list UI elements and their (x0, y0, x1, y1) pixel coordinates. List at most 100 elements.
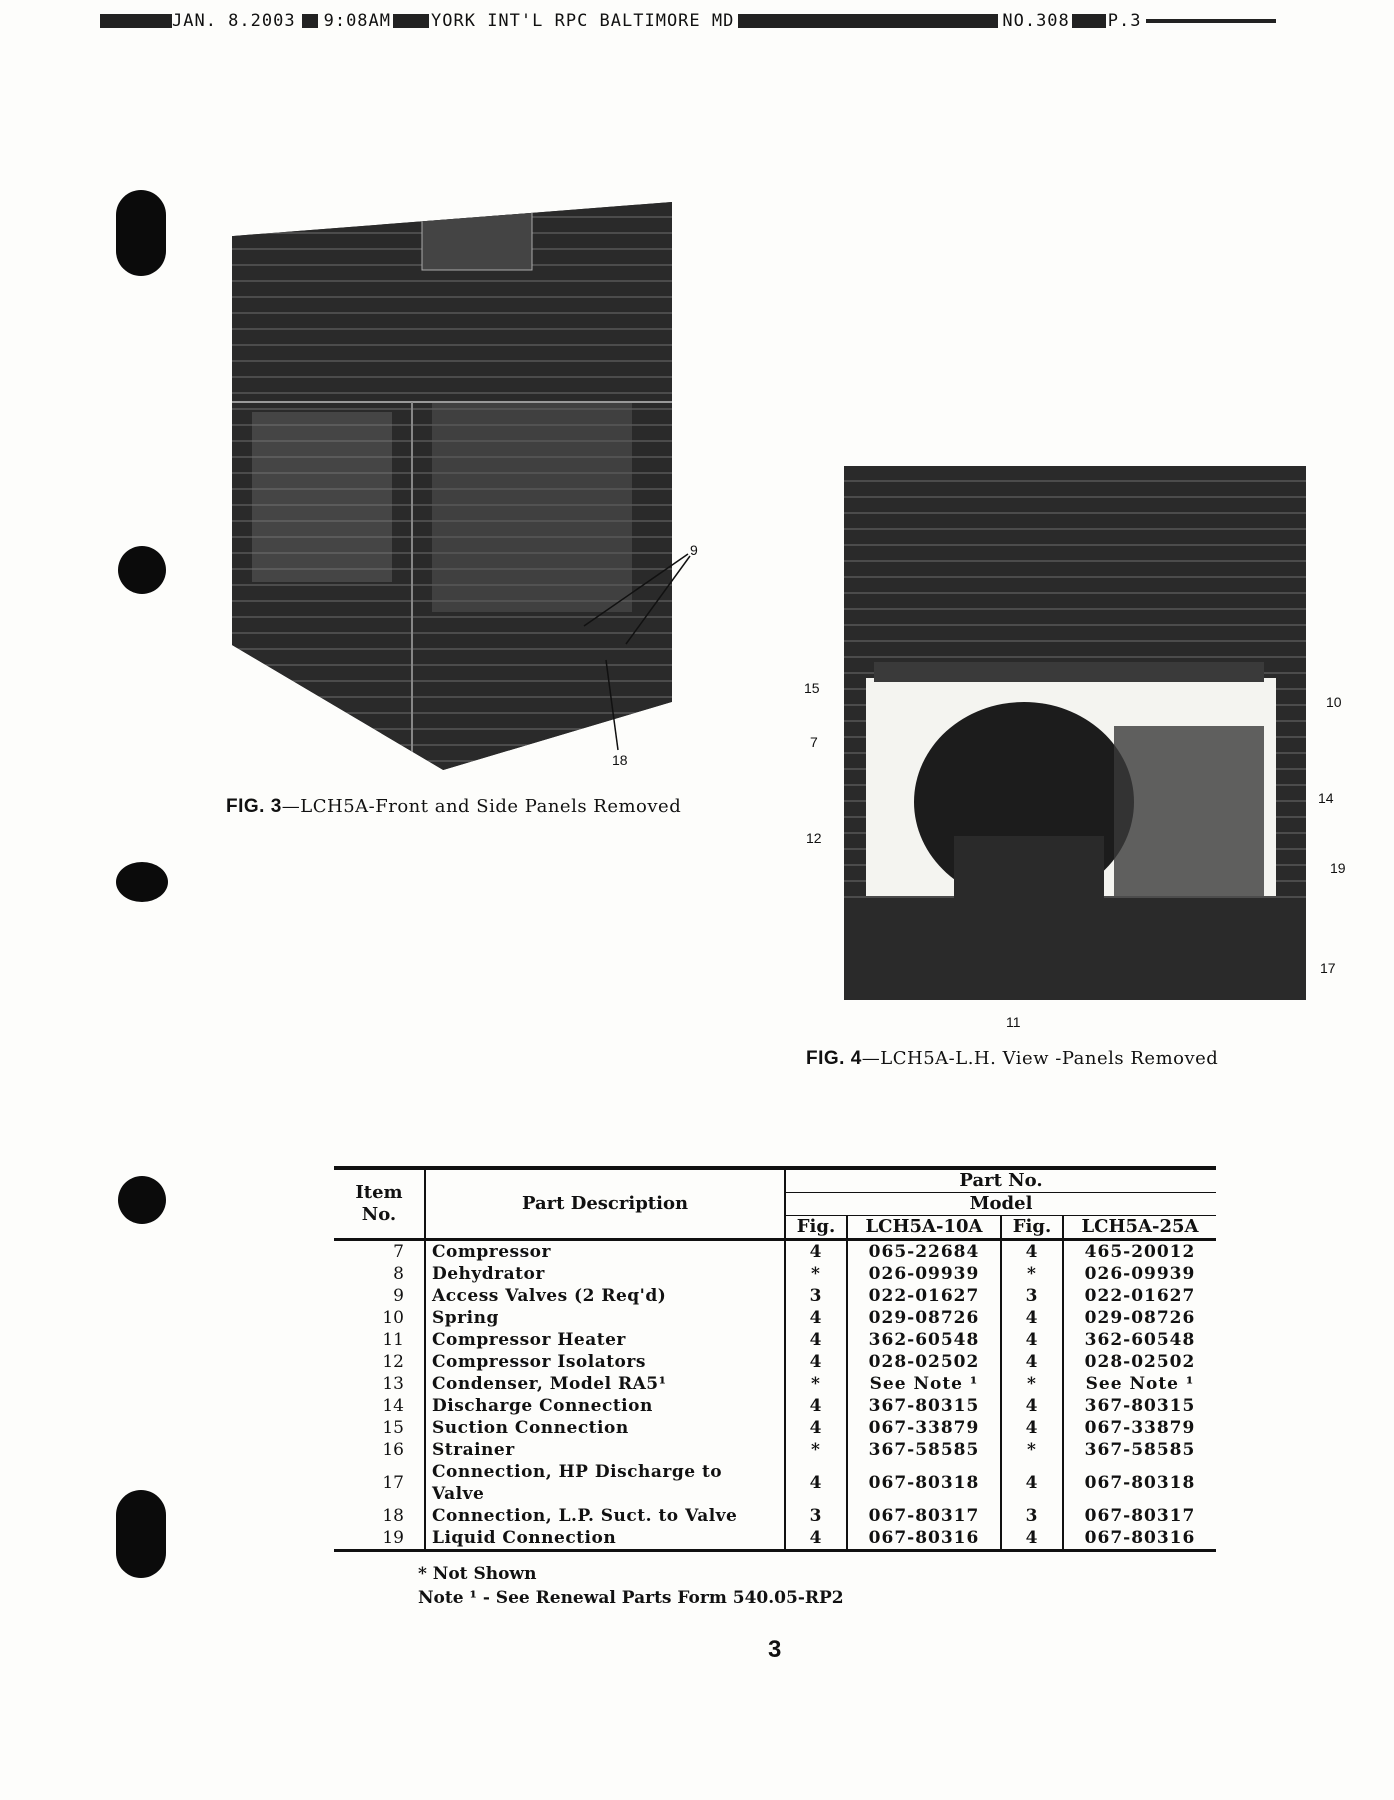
model-b-header: LCH5A-25A (1063, 1215, 1216, 1240)
fax-time: 9:08AM (323, 11, 392, 31)
part-description: Connection, HP Discharge to Valve (425, 1461, 786, 1505)
item-number: 16 (334, 1439, 426, 1461)
part-number-a: 367-80315 (847, 1395, 1002, 1417)
parts-table: Item No. Part Description Part No. Model… (334, 1166, 1216, 1552)
part-number-b: 022-01627 (1084, 1286, 1196, 1306)
part-number-a: 029-08726 (847, 1307, 1002, 1329)
fig-ref-a: * (785, 1373, 848, 1395)
fig-ref-b: 3 (1001, 1285, 1064, 1307)
fig-ref-a: 4 (785, 1351, 848, 1373)
part-number-a: See Note ¹ (847, 1373, 1002, 1395)
fig-ref-b: 3 (1001, 1505, 1064, 1527)
fig3-caption-text: LCH5A-Front and Side Panels Removed (300, 796, 682, 817)
page-number: 3 (768, 1636, 782, 1663)
punch-hole (118, 1176, 166, 1224)
fig-ref-a: 4 (785, 1417, 848, 1439)
fig-ref-a: 3 (785, 1285, 848, 1307)
fig-ref-b: 4 (1001, 1527, 1064, 1552)
item-number: 9 (334, 1285, 426, 1307)
part-number-a: 067-80317 (847, 1505, 1002, 1527)
item-number: 17 (334, 1461, 426, 1505)
model-header: Model (785, 1192, 1216, 1216)
fig-ref-b: 4 (1001, 1395, 1064, 1417)
fig4-callout: 14 (1318, 790, 1334, 806)
fax-number: NO.308 (1002, 11, 1070, 31)
part-no-header: Part No. (785, 1166, 1216, 1193)
fig-ref-a: * (785, 1439, 848, 1461)
item-number: 11 (334, 1329, 426, 1351)
part-description: Access Valves (2 Req'd) (425, 1285, 786, 1307)
item-number: 18 (334, 1505, 426, 1527)
fig-ref-b: * (1001, 1439, 1064, 1461)
item-number: 15 (334, 1417, 426, 1439)
fig-ref-b: 4 (1001, 1461, 1064, 1505)
item-number: 19 (334, 1527, 426, 1552)
part-description: Connection, L.P. Suct. to Valve (425, 1505, 786, 1527)
fig3-callout: 9 (690, 542, 698, 558)
part-number-b: 367-58585 (1084, 1440, 1196, 1460)
part-number-a: 067-80318 (847, 1461, 1002, 1505)
footnote-renewal-parts: Note ¹ - See Renewal Parts Form 540.05-R… (418, 1588, 844, 1608)
fig-ref-b: 4 (1001, 1351, 1064, 1373)
part-number-b: 465-20012 (1063, 1238, 1216, 1263)
part-description: Spring (425, 1307, 786, 1329)
item-number: 12 (334, 1351, 426, 1373)
fig3-label: FIG. 3 (226, 796, 282, 817)
fig3-photo (232, 202, 672, 770)
fig-header: Fig. (1001, 1215, 1064, 1240)
part-number-b: 367-80315 (1084, 1396, 1196, 1416)
item-number: 7 (334, 1238, 426, 1263)
fig-ref-a: 4 (785, 1329, 848, 1351)
part-number-a: 065-22684 (847, 1238, 1002, 1263)
fig-ref-a: 4 (785, 1395, 848, 1417)
fig4-callout: 11 (1006, 1014, 1021, 1030)
fig4-photo (844, 466, 1306, 1000)
fig-ref-b: 4 (1001, 1417, 1064, 1439)
part-number-a: 367-58585 (847, 1439, 1002, 1461)
part-number-a: 026-09939 (847, 1263, 1002, 1285)
fig-ref-b: * (1001, 1263, 1064, 1285)
part-number-a: 067-33879 (847, 1417, 1002, 1439)
part-number-b: 067-80316 (1063, 1527, 1216, 1552)
part-number-b: 067-33879 (1084, 1418, 1196, 1438)
fig-ref-b: 4 (1001, 1329, 1064, 1351)
part-number-b: 067-80317 (1084, 1506, 1196, 1526)
item-number: 10 (334, 1307, 426, 1329)
item-number: 14 (334, 1395, 426, 1417)
part-number-b: 362-60548 (1084, 1330, 1196, 1350)
fig-ref-a: * (785, 1263, 848, 1285)
fig4-callout: 7 (810, 734, 818, 750)
part-number-a: 362-60548 (847, 1329, 1002, 1351)
part-number-b: 067-80318 (1084, 1473, 1196, 1493)
fig3-callout: 18 (612, 752, 628, 768)
fig4-label: FIG. 4 (806, 1048, 862, 1069)
fig-ref-b: 4 (1001, 1238, 1064, 1263)
fig-ref-b: * (1001, 1373, 1064, 1395)
part-description: Condenser, Model RA5¹ (425, 1373, 786, 1395)
fig4-callout: 17 (1320, 960, 1336, 976)
table-footnotes: * Not Shown Note ¹ - See Renewal Parts F… (418, 1562, 844, 1610)
fig4-caption: FIG. 4—LCH5A-L.H. View -Panels Removed (806, 1048, 1219, 1069)
part-number-b: 029-08726 (1084, 1308, 1196, 1328)
fig4-callout: 15 (804, 680, 820, 696)
fig-header: Fig. (785, 1215, 848, 1240)
punch-hole (116, 190, 166, 276)
part-number-b: 026-09939 (1084, 1264, 1196, 1284)
part-description: Compressor Heater (425, 1329, 786, 1351)
fig4-callout: 19 (1330, 860, 1346, 876)
fax-header: JAN. 8.2003 9:08AM YORK INT'L RPC BALTIM… (100, 8, 1360, 34)
fig-ref-a: 4 (785, 1238, 848, 1263)
punch-hole (116, 1490, 166, 1578)
fig-ref-a: 4 (785, 1307, 848, 1329)
fax-sender: YORK INT'L RPC BALTIMORE MD (431, 11, 735, 31)
